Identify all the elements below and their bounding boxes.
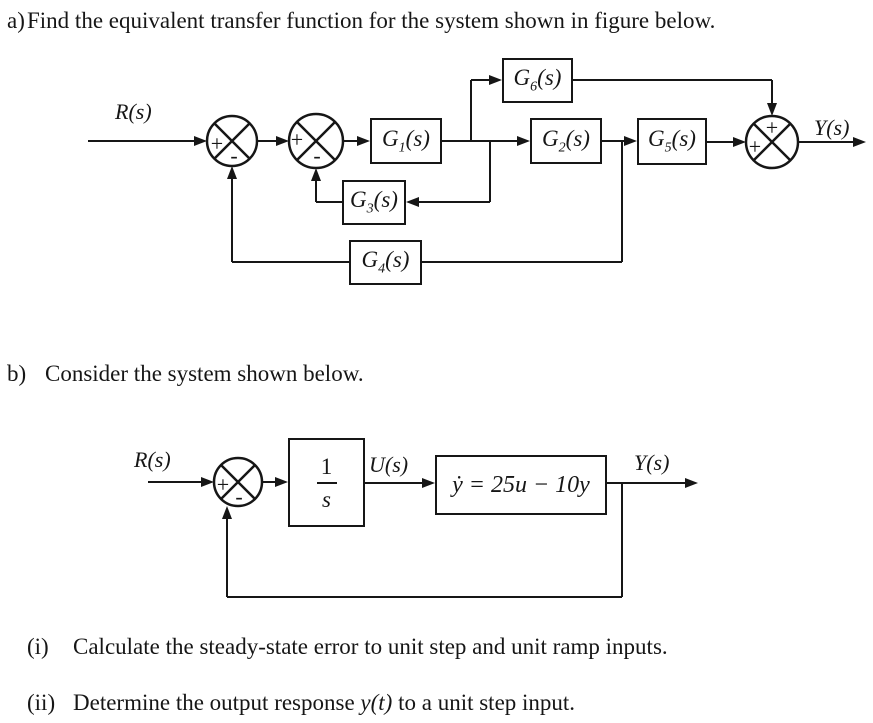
- block-g5-base: G: [648, 126, 665, 152]
- diagram-b-output-label: Y(s): [634, 450, 670, 475]
- question-ii-text-prefix: Determine the output response: [73, 690, 361, 715]
- junction-b-minus-sign: -: [235, 484, 243, 509]
- diagram-a-output-label: Y(s): [814, 115, 850, 140]
- junction2-minus-sign: -: [313, 143, 321, 168]
- block-g6: G6(s): [502, 58, 573, 103]
- block-g1-label: G1(s): [382, 127, 430, 156]
- junction1-plus-sign: +: [210, 131, 224, 156]
- block-g3-label: G3(s): [350, 188, 398, 217]
- block-g3: G3(s): [342, 180, 406, 225]
- plant-equation: ẏ = 25u − 10y: [452, 472, 590, 498]
- part-a-label: a): [7, 8, 25, 33]
- block-g5: G5(s): [637, 118, 707, 165]
- fraction-bar: [316, 481, 337, 484]
- block-plant: ẏ = 25u − 10y: [435, 455, 607, 515]
- question-i-text-prefix: Calculate the steady-state error to unit…: [73, 634, 668, 659]
- question-ii-text-math: y(t): [360, 690, 393, 715]
- block-g4-sub: 4: [378, 261, 386, 277]
- junction3-left-plus-sign: +: [748, 134, 762, 159]
- integrator-numerator: 1: [320, 453, 333, 479]
- junction3-top-plus-sign: +: [765, 115, 779, 140]
- block-g1-base: G: [382, 125, 399, 151]
- diagram-b-input-label: R(s): [134, 447, 171, 472]
- question-i-text: Calculate the steady-state error to unit…: [73, 634, 668, 660]
- block-g6-sub: 6: [530, 79, 538, 95]
- part-b-label: b): [7, 361, 27, 386]
- block-g5-sub: 5: [664, 140, 672, 156]
- block-integrator: 1 s: [288, 438, 365, 527]
- junction-b-plus-sign: +: [216, 472, 230, 497]
- block-g1-tail: (s): [405, 125, 430, 151]
- block-g2-base: G: [542, 125, 559, 151]
- junction1-minus-sign: -: [230, 143, 238, 168]
- block-g2-label: G2(s): [542, 127, 590, 156]
- question-ii-text-suffix: to a unit step input.: [392, 690, 576, 715]
- block-g3-sub: 3: [366, 201, 374, 217]
- block-g1-sub: 1: [398, 140, 406, 156]
- block-g4: G4(s): [349, 240, 422, 285]
- block-g6-label: G6(s): [514, 66, 562, 95]
- block-g1: G1(s): [370, 118, 442, 164]
- part-a-heading: Find the equivalent transfer function fo…: [27, 8, 716, 33]
- block-g2: G2(s): [530, 118, 602, 164]
- question-i-label: (i): [27, 634, 49, 659]
- integrator-denominator: s: [322, 486, 331, 512]
- block-g6-tail: (s): [537, 65, 562, 91]
- question-ii-text: Determine the output response y(t) to a …: [73, 690, 575, 716]
- question-ii-label: (ii): [27, 690, 56, 715]
- diagram-b-u-label: U(s): [369, 452, 409, 477]
- diagram-a-lines: [88, 79, 855, 263]
- block-g2-sub: 2: [558, 140, 566, 156]
- block-g4-tail: (s): [385, 247, 410, 273]
- arrowheads: [194, 75, 866, 519]
- diagram-a-input-label: R(s): [115, 99, 152, 124]
- diagram-b-lines: [148, 481, 687, 598]
- block-g4-label: G4(s): [362, 248, 410, 277]
- block-g3-base: G: [350, 187, 367, 213]
- block-g5-label: G5(s): [648, 127, 696, 156]
- junction2-plus-sign: +: [290, 127, 304, 152]
- block-g3-tail: (s): [373, 187, 398, 213]
- block-g5-tail: (s): [671, 126, 696, 152]
- integrator-fraction: 1 s: [316, 453, 337, 512]
- block-g4-base: G: [361, 247, 379, 273]
- block-g2-tail: (s): [565, 125, 590, 151]
- part-b-heading: Consider the system shown below.: [45, 361, 364, 386]
- block-g6-base: G: [513, 65, 531, 91]
